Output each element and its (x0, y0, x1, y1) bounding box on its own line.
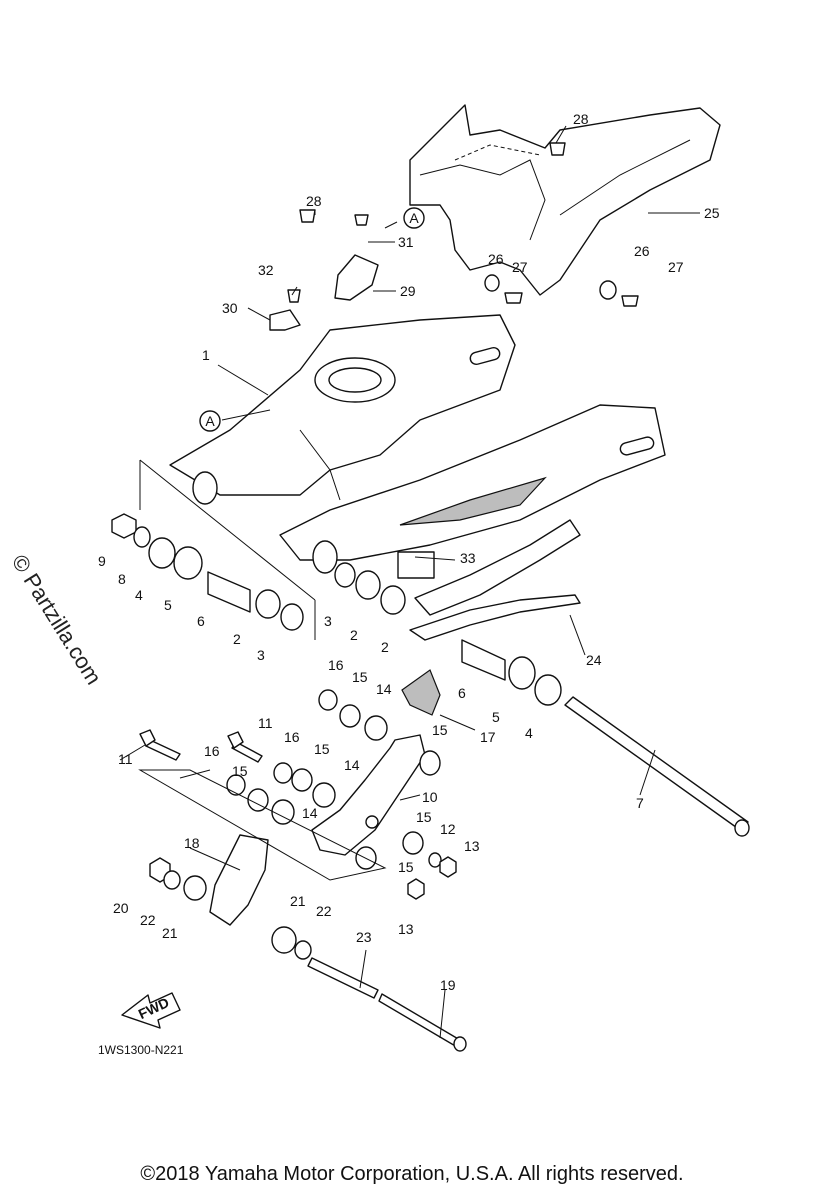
swingarm (169, 314, 666, 574)
svg-text:23: 23 (356, 929, 372, 945)
svg-text:4: 4 (525, 725, 533, 741)
svg-text:16: 16 (284, 729, 300, 745)
svg-text:2: 2 (350, 627, 358, 643)
copyright-notice: ©2018 Yamaha Motor Corporation, U.S.A. A… (140, 1163, 684, 1185)
pivot-hardware-right (334, 562, 562, 706)
svg-text:13: 13 (398, 921, 414, 937)
svg-text:15: 15 (352, 669, 368, 685)
svg-text:24: 24 (586, 652, 602, 668)
svg-text:4: 4 (135, 587, 143, 603)
bolts-11 (139, 729, 263, 763)
svg-text:5: 5 (164, 597, 172, 613)
svg-text:5: 5 (492, 709, 500, 725)
rear-fender (409, 104, 721, 296)
svg-text:22: 22 (140, 912, 156, 928)
fwd-arrow: FWD (121, 992, 181, 1029)
leader-lines (119, 125, 700, 1039)
svg-text:16: 16 (204, 743, 220, 759)
svg-text:14: 14 (376, 681, 392, 697)
svg-text:14: 14 (344, 757, 360, 773)
svg-text:13: 13 (464, 838, 480, 854)
svg-text:17: 17 (480, 729, 496, 745)
callout-labels: 28 28 25 31 26 27 26 27 32 29 30 1 9 8 4… (98, 111, 720, 993)
svg-text:19: 19 (440, 977, 456, 993)
svg-text:6: 6 (458, 685, 466, 701)
svg-text:31: 31 (398, 234, 414, 250)
fender-hardware (269, 142, 639, 331)
svg-text:28: 28 (573, 111, 589, 127)
svg-text:15: 15 (232, 763, 248, 779)
svg-text:32: 32 (258, 262, 274, 278)
svg-text:16: 16 (328, 657, 344, 673)
svg-text:33: 33 (460, 550, 476, 566)
svg-text:2: 2 (233, 631, 241, 647)
svg-text:2: 2 (381, 639, 389, 655)
svg-text:1: 1 (202, 347, 210, 363)
pivot-shaft (564, 696, 750, 837)
svg-text:27: 27 (668, 259, 684, 275)
label-sticker (397, 551, 435, 579)
svg-text:A: A (409, 210, 419, 226)
link-bearings (226, 669, 457, 900)
svg-text:7: 7 (636, 795, 644, 811)
connecting-arm (311, 734, 426, 856)
svg-text:9: 9 (98, 553, 106, 569)
svg-text:26: 26 (488, 251, 504, 267)
svg-text:26: 26 (634, 243, 650, 259)
svg-text:11: 11 (258, 715, 273, 731)
svg-text:18: 18 (184, 835, 200, 851)
svg-text:20: 20 (113, 900, 129, 916)
svg-text:3: 3 (257, 647, 265, 663)
svg-text:15: 15 (314, 741, 330, 757)
reference-marker-a: A A (199, 207, 425, 432)
svg-text:10: 10 (422, 789, 438, 805)
svg-text:27: 27 (512, 259, 528, 275)
svg-text:21: 21 (162, 925, 178, 941)
svg-text:15: 15 (398, 859, 414, 875)
svg-text:3: 3 (324, 613, 332, 629)
svg-text:A: A (205, 413, 215, 429)
diagram-code: 1WS1300-N221 (98, 1043, 184, 1057)
chain-guard (409, 519, 581, 641)
svg-text:25: 25 (704, 205, 720, 221)
svg-text:15: 15 (416, 809, 432, 825)
svg-text:15: 15 (432, 722, 448, 738)
pivot-hardware-left (111, 513, 304, 631)
svg-text:14: 14 (302, 805, 318, 821)
svg-text:6: 6 (197, 613, 205, 629)
relay-arm (209, 834, 269, 926)
svg-text:29: 29 (400, 283, 416, 299)
svg-text:28: 28 (306, 193, 322, 209)
svg-text:21: 21 (290, 893, 306, 909)
svg-text:12: 12 (440, 821, 456, 837)
svg-text:11: 11 (118, 751, 133, 767)
svg-text:30: 30 (222, 300, 238, 316)
svg-text:22: 22 (316, 903, 332, 919)
svg-text:8: 8 (118, 571, 126, 587)
